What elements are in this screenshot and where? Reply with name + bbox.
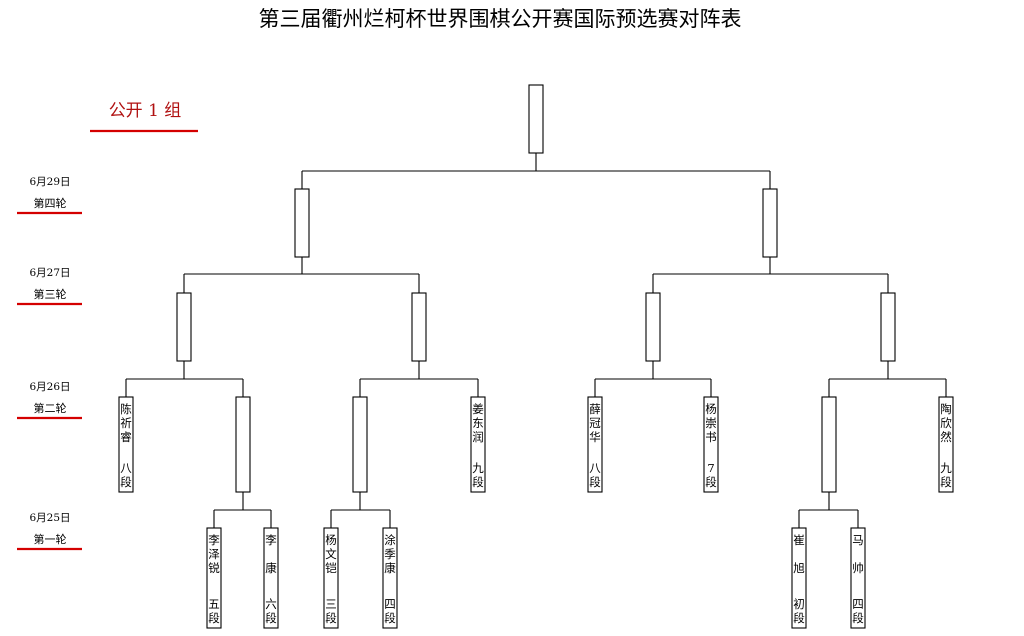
player-name: 李康 xyxy=(265,533,277,575)
match-slot xyxy=(528,84,544,154)
match-slots xyxy=(176,84,896,493)
match-slot xyxy=(235,396,251,493)
player-rank: 九段 xyxy=(472,461,484,489)
player-name: 涂季康 xyxy=(384,533,396,575)
player-box xyxy=(791,527,807,629)
round-date: 6月26日 xyxy=(29,381,70,393)
player-box xyxy=(206,527,222,629)
player-name: 陈祈睿 xyxy=(120,402,132,444)
match-slot xyxy=(645,292,661,362)
page-title: 第三届衢州烂柯杯世界围棋公开赛国际预选赛对阵表 xyxy=(259,7,742,31)
player-name: 杨崇书 xyxy=(705,402,717,444)
player-name: 李泽锐 xyxy=(208,533,220,575)
player-rank: 初段 xyxy=(793,597,805,625)
group-label: 公开 1 组 xyxy=(109,101,182,121)
match-slot xyxy=(411,292,427,362)
player-rank: 五段 xyxy=(208,597,220,625)
player-rank: 三段 xyxy=(325,597,337,625)
player-name: 杨文铠 xyxy=(325,533,337,575)
player-box xyxy=(938,396,954,493)
round-label: 第一轮 xyxy=(34,532,67,546)
round-date: 6月29日 xyxy=(29,176,70,188)
match-slot xyxy=(352,396,368,493)
player-box xyxy=(850,527,866,629)
match-slot xyxy=(821,396,837,493)
player-box xyxy=(382,527,398,629)
player-box xyxy=(470,396,486,493)
player-rank: 八段 xyxy=(120,461,132,489)
player-box xyxy=(323,527,339,629)
match-slot xyxy=(762,188,778,258)
match-slot xyxy=(880,292,896,362)
round-date: 6月25日 xyxy=(29,512,70,524)
player-box xyxy=(587,396,603,493)
match-slot xyxy=(176,292,192,362)
player-name: 薛冠华 xyxy=(589,402,601,444)
player-box xyxy=(703,396,719,493)
bracket-lines xyxy=(125,153,947,528)
player-rank: 六段 xyxy=(265,597,277,625)
player-rank: 九段 xyxy=(940,461,952,489)
round-label: 第四轮 xyxy=(34,196,67,210)
match-slot xyxy=(294,188,310,258)
round-label: 第二轮 xyxy=(34,401,67,415)
player-name: 陶欣然 xyxy=(940,402,952,444)
player-box xyxy=(118,396,134,493)
player-box xyxy=(263,527,279,629)
round-label: 第三轮 xyxy=(34,287,67,301)
player-name: 崔旭 xyxy=(793,533,805,575)
round-date: 6月27日 xyxy=(29,267,70,279)
player-rank: 四段 xyxy=(384,597,396,625)
player-name: 姜东润 xyxy=(472,402,484,444)
player-name: 马帅 xyxy=(852,533,864,575)
player-rank: 四段 xyxy=(852,597,864,625)
player-rank: 八段 xyxy=(589,461,601,489)
